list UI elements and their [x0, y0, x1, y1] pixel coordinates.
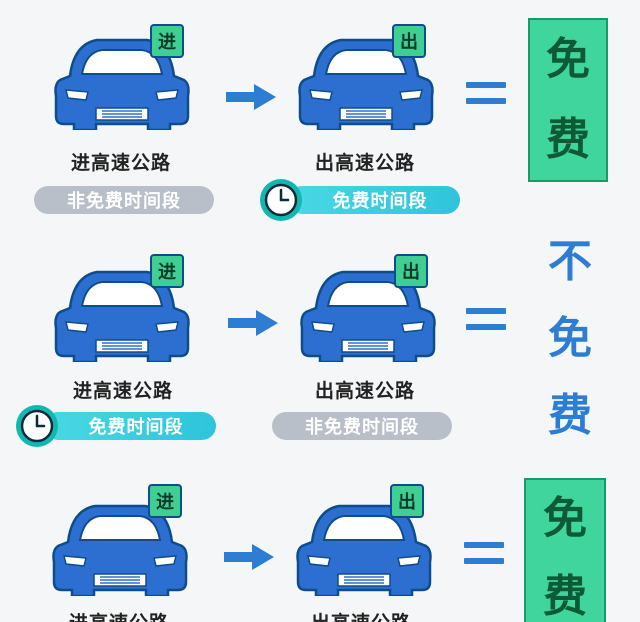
- non-free-period-pill: 非免费时间段: [272, 412, 452, 440]
- exit-badge: 出: [390, 484, 424, 518]
- enter-highway-label: 进高速公路: [72, 380, 173, 402]
- arrow-right-icon: [226, 84, 276, 110]
- enter-badge: 进: [150, 24, 184, 58]
- equals-icon: [466, 308, 506, 332]
- equals-icon: [466, 82, 506, 106]
- result-free-box: 免 费: [528, 18, 608, 182]
- arrow-right-icon: [224, 544, 274, 570]
- enter-badge: 进: [150, 254, 184, 288]
- scenario-row-2: 进 进高速公路 免费时间段 出 出高速公路 非免费时间段 不 免 费: [0, 232, 640, 472]
- exit-highway-label: 出高速公路: [286, 608, 436, 622]
- exit-badge: 出: [394, 254, 428, 288]
- free-period-pill: 免费时间段: [288, 186, 460, 214]
- result-free-box: 免 费: [524, 478, 606, 622]
- result-char: 不: [548, 236, 592, 287]
- result-char: 免: [546, 34, 590, 85]
- result-char: 费: [548, 390, 592, 441]
- result-not-free: 不 免 费: [540, 240, 600, 438]
- result-char: 免: [548, 313, 592, 364]
- result-char: 费: [543, 571, 587, 622]
- scenario-row-3: 进 进高速公路 出 出高速公路 免 费: [0, 470, 640, 622]
- enter-highway-label: 进高速公路: [44, 608, 194, 622]
- exit-highway-label: 出高速公路: [314, 380, 415, 402]
- enter-badge: 进: [148, 484, 182, 518]
- enter-highway-label: 进高速公路: [70, 152, 171, 174]
- scenario-row-1: 进 进高速公路 非免费时间段 出 出高速公路 免费时间段 免 费: [0, 0, 640, 240]
- equals-icon: [464, 542, 504, 566]
- non-free-period-pill: 非免费时间段: [34, 186, 214, 214]
- clock-icon: [260, 179, 302, 221]
- free-period-pill: 免费时间段: [44, 412, 216, 440]
- result-char: 费: [546, 114, 590, 165]
- arrow-right-icon: [228, 310, 278, 336]
- clock-icon: [16, 405, 58, 447]
- result-char: 免: [543, 493, 587, 544]
- exit-highway-label: 出高速公路: [314, 152, 415, 174]
- exit-badge: 出: [392, 24, 426, 58]
